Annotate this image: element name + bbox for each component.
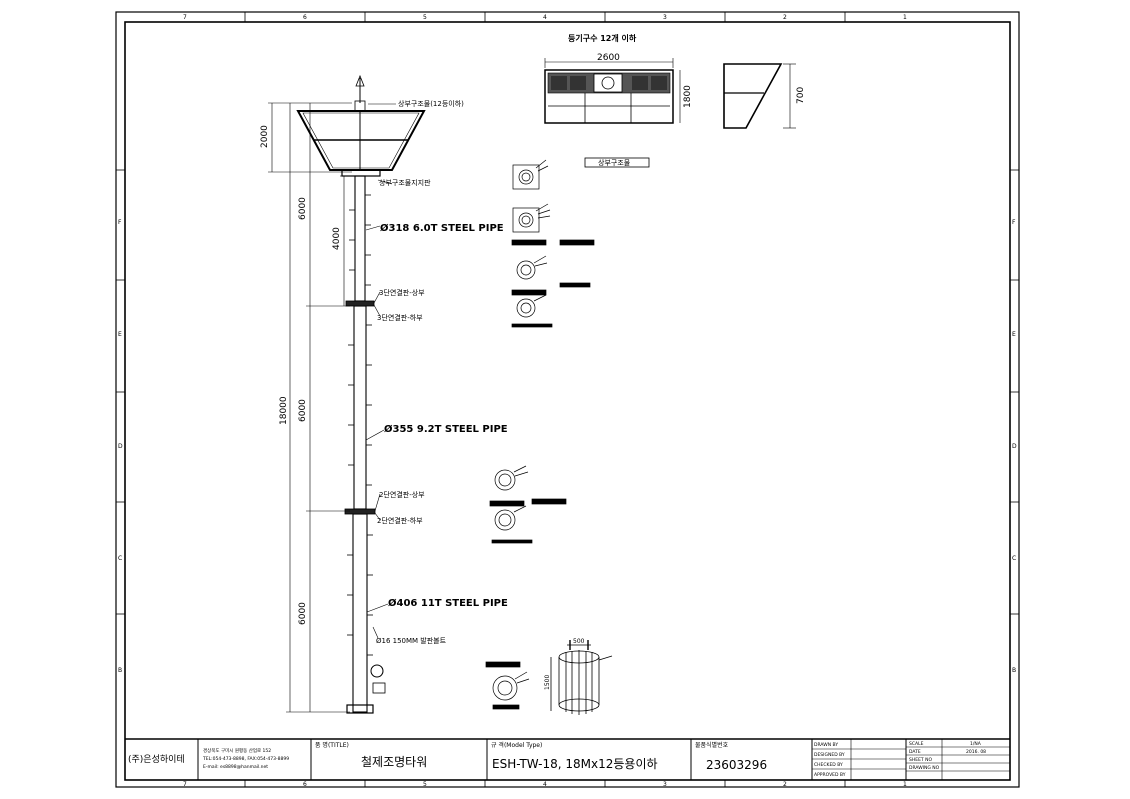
- border-letter-left-f: F: [118, 219, 122, 226]
- border-ticks: [116, 12, 1019, 787]
- cage-height-dim: 1500: [544, 675, 551, 690]
- border-num-top-7: 7: [183, 14, 187, 21]
- step-bolts: [347, 194, 373, 656]
- reg-no: 23603296: [706, 758, 767, 772]
- anchor-cage: [550, 640, 613, 715]
- date-label: DATE: [909, 749, 921, 755]
- pole-segment-upper: [354, 175, 366, 302]
- joint3-lower-label: 3단연결판-하부: [377, 313, 423, 322]
- leader-lines: [365, 103, 396, 639]
- outer-frame: [115, 11, 1020, 788]
- step-bolt-label: Ø16 150MM 발판볼트: [376, 636, 447, 645]
- border-num-bottom-6: 6: [303, 781, 307, 788]
- lamp-frame-plan: [544, 58, 681, 124]
- dim-seg1: 6000: [298, 197, 308, 220]
- dim-sub1: 4000: [332, 227, 342, 250]
- checked-by-label: CHECKED BY: [814, 762, 843, 768]
- inner-frame: [124, 21, 1011, 781]
- border-num-top-4: 4: [543, 14, 547, 21]
- joint3-upper-label: 3단연결판-상부: [379, 288, 425, 297]
- border-num-bottom-2: 2: [783, 781, 787, 788]
- pole-segment-lower: [352, 513, 368, 713]
- dimension-lines: [268, 102, 352, 713]
- scale-value: 1/NA: [970, 741, 982, 747]
- border-letter-right-e: E: [1012, 331, 1016, 338]
- border-num-top-3: 3: [663, 14, 667, 21]
- upper-structure-tag-box: [584, 157, 650, 168]
- drawn-by-label: DRAWN BY: [814, 742, 838, 748]
- plate-details-upper: [511, 159, 595, 328]
- border-letter-right-b: B: [1012, 667, 1016, 674]
- drawing-title: 철제조명타워: [361, 755, 427, 769]
- dim-seg2: 6000: [298, 399, 308, 422]
- drawing-no-label: DRAWING NO: [909, 765, 940, 771]
- border-num-top-6: 6: [303, 14, 307, 21]
- top-structure-label: 상부구조물(12등이하): [398, 99, 464, 108]
- border-letter-right-c: C: [1012, 555, 1016, 562]
- approved-by-label: APPROVED BY: [814, 772, 846, 778]
- dim-seg3: 6000: [298, 602, 308, 625]
- company-email: E-mail: es8898@hanmail.net: [203, 764, 268, 770]
- company-address: 경상북도 구미시 원평동 산업로 152: [203, 747, 271, 754]
- date-value: 2016. 08: [966, 749, 986, 755]
- top-light-frame: [296, 110, 426, 171]
- cage-width-dim: 500: [573, 638, 585, 645]
- border-num-top-2: 2: [783, 14, 787, 21]
- pipe2-label: Ø355 9.2T STEEL PIPE: [384, 423, 508, 435]
- plate-details-lower: [485, 661, 530, 710]
- border-num-bottom-5: 5: [423, 781, 427, 788]
- border-letter-left-b: B: [118, 667, 122, 674]
- reg-no-caption: 물품식별번호: [695, 741, 729, 749]
- pipe1-label: Ø318 6.0T STEEL PIPE: [380, 222, 504, 234]
- plate-details-middle: [489, 465, 567, 544]
- pole-segment-middle: [353, 305, 367, 510]
- border-num-top-1: 1: [903, 14, 907, 21]
- sheet-no-label: SHEET NO: [909, 757, 932, 763]
- support-plate-label: 상부구조물지지판: [379, 178, 431, 187]
- joint-3-flange: [345, 300, 375, 307]
- upper-structure-tag: 상부구조물: [598, 158, 631, 167]
- joint2-upper-label: 2단연결판-상부: [379, 490, 425, 499]
- border-letter-right-d: D: [1012, 443, 1017, 450]
- border-num-top-5: 5: [423, 14, 427, 21]
- access-door: [372, 682, 386, 694]
- base-plate: [346, 704, 374, 714]
- frame-height-dim: 1800: [683, 85, 693, 108]
- dim-total: 18000: [279, 396, 289, 425]
- side-height-dim: 700: [796, 87, 806, 104]
- joint-2-flange: [344, 508, 376, 515]
- designed-by-label: DESIGNED BY: [814, 752, 845, 758]
- border-letter-left-d: D: [118, 443, 123, 450]
- joint2-lower-label: 2단연결판-하부: [377, 516, 423, 525]
- model-type: ESH-TW-18, 18Mx12등용이하: [492, 757, 658, 771]
- lamp-frame-side: [723, 63, 796, 129]
- border-letter-right-f: F: [1012, 219, 1016, 226]
- title-caption: 품 명(TITLE): [315, 741, 349, 749]
- frame-width-dim: 2600: [597, 53, 620, 63]
- scale-label: SCALE: [909, 741, 924, 747]
- dim-top-height: 2000: [260, 125, 270, 148]
- lightning-rod-tip: [355, 74, 365, 87]
- pipe3-label: Ø406 11T STEEL PIPE: [388, 597, 508, 609]
- border-num-bottom-1: 1: [903, 781, 907, 788]
- border-num-bottom-7: 7: [183, 781, 187, 788]
- border-num-bottom-4: 4: [543, 781, 547, 788]
- border-letter-left-e: E: [118, 331, 122, 338]
- company-name: (주)은성하이테: [128, 754, 185, 765]
- title-block-grid: [125, 738, 1010, 780]
- lamp-count-title: 등기구수 12개 이하: [568, 33, 637, 43]
- handhole-circle: [370, 664, 384, 678]
- model-caption: 규 격(Model Type): [491, 742, 542, 749]
- border-num-bottom-3: 3: [663, 781, 667, 788]
- company-phone: TEL:054-473-8898, FAX:054-473-8899: [202, 756, 289, 762]
- border-letter-left-c: C: [118, 555, 122, 562]
